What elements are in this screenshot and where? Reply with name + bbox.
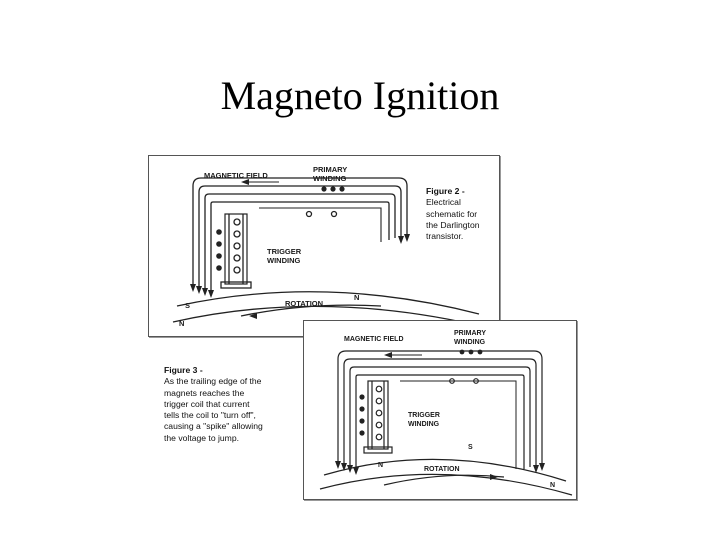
fig3-magnetic-field-label: MAGNETIC FIELD xyxy=(344,336,404,343)
fig2-rotation-label: ROTATION xyxy=(285,299,323,308)
fig3-pole-s: S xyxy=(468,444,473,451)
fig2-primary-label-1: PRIMARY xyxy=(313,165,347,174)
fig3-pole-n-left: N xyxy=(378,462,383,469)
fig2-magnetic-field-label: MAGNETIC FIELD xyxy=(204,171,268,180)
figure-2-diagram: MAGNETIC FIELD PRIMARY WINDING TRIGGER W… xyxy=(172,165,490,329)
fig2-caption-line: Electrical xyxy=(426,197,461,208)
fig2-pole-n-left: N xyxy=(179,319,184,328)
fig3-primary-label-2: WINDING xyxy=(454,339,486,346)
fig3-trigger-label-2: WINDING xyxy=(408,421,440,428)
figure-3-diagram: MAGNETIC FIELD PRIMARY WINDING TRIGGER W… xyxy=(319,330,573,496)
fig2-trigger-label-2: WINDING xyxy=(267,256,300,265)
fig3-rotation-label: ROTATION xyxy=(424,466,460,473)
figure-2-panel: MAGNETIC FIELD PRIMARY WINDING TRIGGER W… xyxy=(148,155,500,337)
figure-3-caption: Figure 3 - As the trailing edge of the m… xyxy=(164,365,263,444)
slide-title: Magneto Ignition xyxy=(220,73,500,118)
figure-2-caption: Figure 2 - Electrical schematic for the … xyxy=(426,186,480,242)
fig2-pole-s: S xyxy=(185,301,190,310)
fig2-caption-line: transistor. xyxy=(426,231,464,242)
fig3-caption-line: trigger coil that current xyxy=(164,398,250,409)
fig3-pole-n-right: N xyxy=(550,482,555,489)
fig2-caption-line: schematic for xyxy=(426,208,478,219)
fig3-caption-line: As the trailing edge of the xyxy=(164,376,262,387)
fig2-trigger-label-1: TRIGGER xyxy=(267,247,302,256)
fig3-caption-line: the voltage to jump. xyxy=(164,432,240,443)
fig2-pole-n-right: N xyxy=(354,293,359,302)
fig3-caption-heading: Figure 3 - xyxy=(164,365,203,375)
fig3-caption-line: tells the coil to "turn off", xyxy=(164,410,256,421)
fig2-caption-line: the Darlington xyxy=(426,219,480,230)
fig3-trigger-label-1: TRIGGER xyxy=(408,412,440,419)
fig3-caption-line: causing a "spike" allowing xyxy=(164,421,263,432)
fig2-caption-heading: Figure 2 - xyxy=(426,186,465,196)
fig3-primary-label-1: PRIMARY xyxy=(454,330,486,337)
fig2-primary-label-2: WINDING xyxy=(313,174,346,183)
fig3-caption-line: magnets reaches the xyxy=(164,387,245,398)
figure-3-panel: MAGNETIC FIELD PRIMARY WINDING TRIGGER W… xyxy=(303,320,577,500)
